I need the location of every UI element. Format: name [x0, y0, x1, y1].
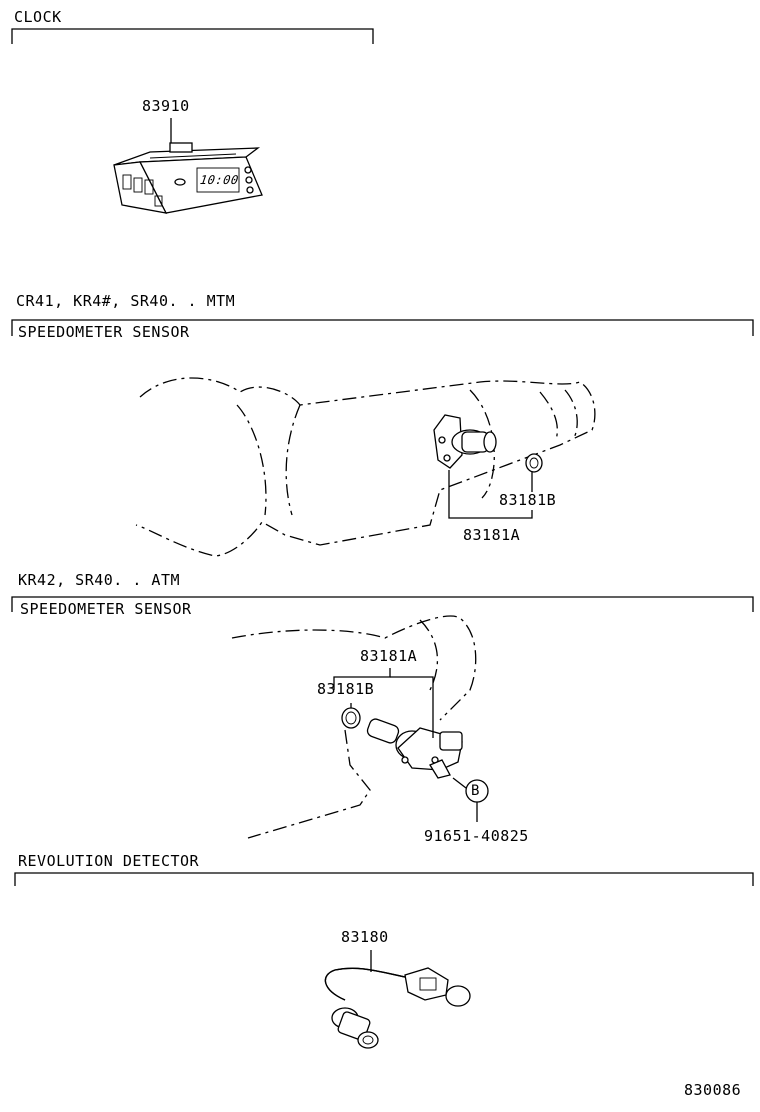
atm-section-title: SPEEDOMETER SENSOR	[20, 600, 192, 618]
mtm-condition-label: CR41, KR4#, SR40. . MTM	[16, 292, 236, 310]
atm-part-a: 83181A	[360, 647, 418, 665]
atm-section-bracket	[11, 596, 754, 612]
revolution-section-title: REVOLUTION DETECTOR	[18, 852, 200, 870]
mtm-section-title: SPEEDOMETER SENSOR	[18, 323, 190, 341]
clock-section-bracket	[11, 28, 374, 44]
revolution-part-number: 83180	[341, 928, 389, 946]
atm-speed-sensor	[366, 718, 463, 779]
clock-part-number: 83910	[142, 97, 190, 115]
mtm-part-a: 83181A	[463, 526, 521, 544]
mtm-leader-lines	[448, 470, 533, 519]
atm-bolt-number: 91651-40825	[424, 827, 529, 845]
mtm-o-ring	[525, 453, 543, 473]
clock-display-text: 10:00	[199, 173, 240, 187]
mtm-transmission-outline	[135, 377, 596, 557]
atm-leader-lines	[333, 668, 478, 822]
atm-part-b: 83181B	[317, 680, 375, 698]
mtm-part-b: 83181B	[499, 491, 557, 509]
mtm-section-bracket	[11, 319, 754, 336]
clock-section-title: CLOCK	[14, 8, 62, 26]
atm-condition-label: KR42, SR40. . ATM	[18, 571, 181, 589]
mtm-speed-sensor	[433, 414, 497, 469]
clock-unit	[113, 118, 263, 214]
callout-b-circle	[465, 779, 489, 803]
revolution-detector	[324, 950, 471, 1049]
figure-id: 830086	[684, 1081, 742, 1099]
revolution-section-bracket	[14, 872, 754, 886]
callout-b-label: B	[471, 783, 480, 799]
atm-o-ring	[341, 707, 361, 729]
